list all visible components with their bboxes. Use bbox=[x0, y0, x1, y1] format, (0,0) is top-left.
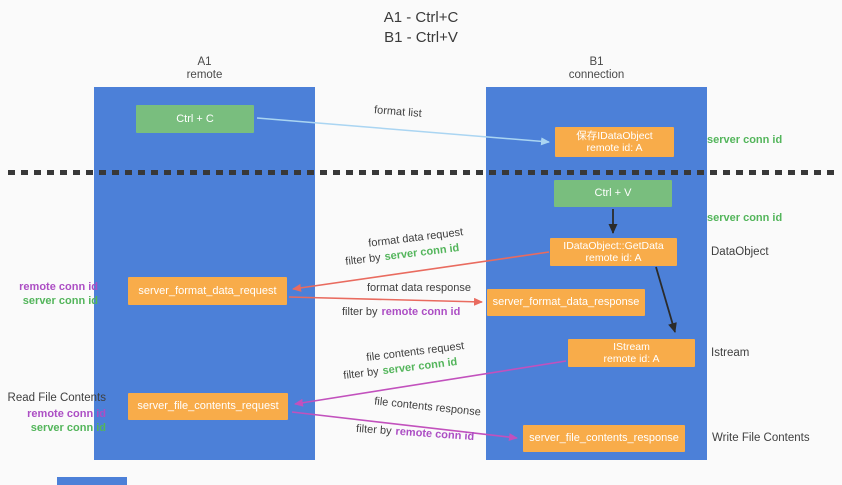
filter-by-text: filter by bbox=[342, 306, 378, 318]
lifeline-a1-name: A1 bbox=[197, 56, 212, 68]
node-save-dataobject-line2: remote id: A bbox=[586, 142, 643, 154]
lifeline-header-b1: B1 connection bbox=[486, 56, 707, 82]
title-line-2: B1 - Ctrl+V bbox=[384, 29, 458, 46]
server-conn-id-text: server conn id bbox=[22, 295, 98, 307]
node-file-request-label: server_file_contents_request bbox=[137, 400, 279, 412]
annotation-server-conn-id-mid: server conn id bbox=[707, 212, 783, 224]
lifeline-a1-role: remote bbox=[186, 69, 223, 81]
lifeline-b1-name: B1 bbox=[589, 56, 604, 68]
node-getdata-line2: remote id: A bbox=[585, 252, 642, 264]
node-server-file-contents-response: server_file_contents_response bbox=[523, 425, 685, 452]
node-file-response-label: server_file_contents_response bbox=[529, 432, 679, 444]
node-format-request-label: server_format_data_request bbox=[138, 284, 277, 297]
node-save-dataobject-line1: 保存IDataObject bbox=[576, 129, 653, 142]
remote-conn-id-text: remote conn id bbox=[381, 306, 461, 318]
node-ctrl-v-label: Ctrl + V bbox=[594, 187, 632, 199]
annotation-istream: Istream bbox=[711, 347, 750, 359]
label-file-contents-response: file contents response bbox=[373, 395, 482, 419]
diagram-title: A1 - Ctrl+C B1 - Ctrl+V bbox=[0, 8, 842, 48]
node-save-dataobject: 保存IDataObject remote id: A bbox=[555, 127, 674, 157]
remote-conn-id-text: remote conn id bbox=[19, 281, 98, 293]
lifeline-b1-role: connection bbox=[568, 69, 625, 81]
lifeline-header-a1: A1 remote bbox=[94, 56, 315, 82]
node-istream-line2: remote id: A bbox=[603, 353, 660, 365]
node-ctrl-v: Ctrl + V bbox=[554, 180, 672, 207]
node-istream: IStream remote id: A bbox=[568, 339, 695, 367]
title-line-1: A1 - Ctrl+C bbox=[383, 9, 459, 26]
node-getdata-line1: IDataObject::GetData bbox=[563, 239, 664, 252]
annotation-conn-ids-format: remote conn id server conn id bbox=[6, 280, 98, 308]
node-format-response-label: server_format_data_response bbox=[492, 296, 640, 308]
node-ctrl-c: Ctrl + C bbox=[136, 105, 254, 133]
label-format-data-response: format data response bbox=[367, 282, 471, 294]
filter-by-text: filter by bbox=[342, 365, 380, 382]
node-idataobject-getdata: IDataObject::GetData remote id: A bbox=[550, 238, 677, 266]
node-ctrl-c-label: Ctrl + C bbox=[176, 112, 214, 125]
label-format-list: format list bbox=[373, 104, 423, 120]
remote-conn-id-text: remote conn id bbox=[27, 408, 106, 420]
node-istream-line1: IStream bbox=[613, 340, 650, 353]
annotation-write-file-contents: Write File Contents bbox=[712, 432, 810, 444]
window-edge-fragment bbox=[57, 477, 127, 485]
node-server-format-data-request: server_format_data_request bbox=[128, 277, 287, 305]
filter-by-text: filter by bbox=[355, 422, 392, 438]
annotation-dataobject: DataObject bbox=[711, 246, 769, 258]
read-file-contents-text: Read File Contents bbox=[7, 392, 106, 404]
phase-separator-dotted-line bbox=[8, 170, 834, 175]
filter-by-text: filter by bbox=[344, 251, 382, 268]
annotation-read-file-contents-block: Read File Contents remote conn id server… bbox=[4, 391, 106, 435]
node-server-format-data-response: server_format_data_response bbox=[487, 289, 645, 316]
remote-conn-id-text: remote conn id bbox=[395, 425, 475, 444]
arrow-format-data-response bbox=[288, 296, 483, 306]
node-server-file-contents-request: server_file_contents_request bbox=[128, 393, 288, 420]
annotation-server-conn-id-top: server conn id bbox=[707, 134, 783, 146]
server-conn-id-text: server conn id bbox=[30, 422, 106, 434]
